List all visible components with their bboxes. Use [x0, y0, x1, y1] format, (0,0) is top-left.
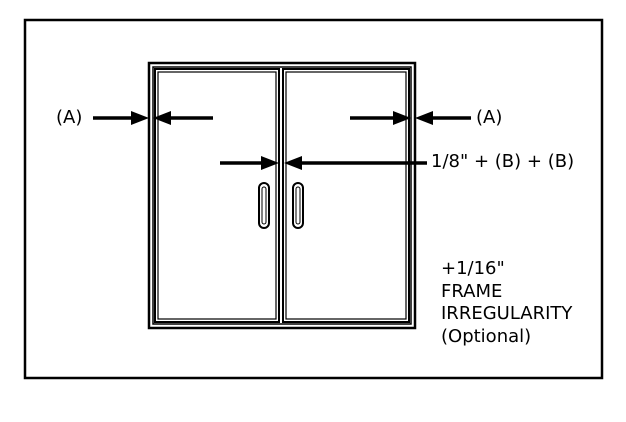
left-door-inner	[157, 71, 277, 320]
right-door-handle-inner	[295, 186, 301, 225]
note-line-1: +1/16"	[441, 258, 505, 279]
right-door	[282, 68, 410, 323]
left-door-handle-inner	[261, 186, 267, 225]
left-gap-arrows	[93, 111, 213, 125]
note-line-2: FRAME	[441, 280, 503, 302]
cabinet-frame-outer	[147, 61, 417, 330]
right-door-handle	[292, 182, 304, 229]
outer-border	[23, 18, 604, 380]
note-line-3: IRREGULARITY	[441, 303, 573, 324]
center-gap-arrows	[220, 156, 427, 170]
left-door-handle	[258, 182, 270, 229]
right-door-inner	[285, 71, 407, 320]
left-door	[154, 68, 280, 323]
right-gap-arrows	[350, 111, 471, 125]
cabinet-frame-inner	[152, 66, 412, 325]
center-gap-label: 1/8" + (B) + (B)	[431, 151, 575, 172]
gap-label-a-left: (A)	[56, 107, 83, 128]
gap-label-a-right: (A)	[476, 107, 503, 128]
frame-irregularity-note: +1/16" FRAME IRREGULARITY (Optional)	[441, 258, 572, 348]
note-line-4: (Optional)	[441, 325, 532, 347]
